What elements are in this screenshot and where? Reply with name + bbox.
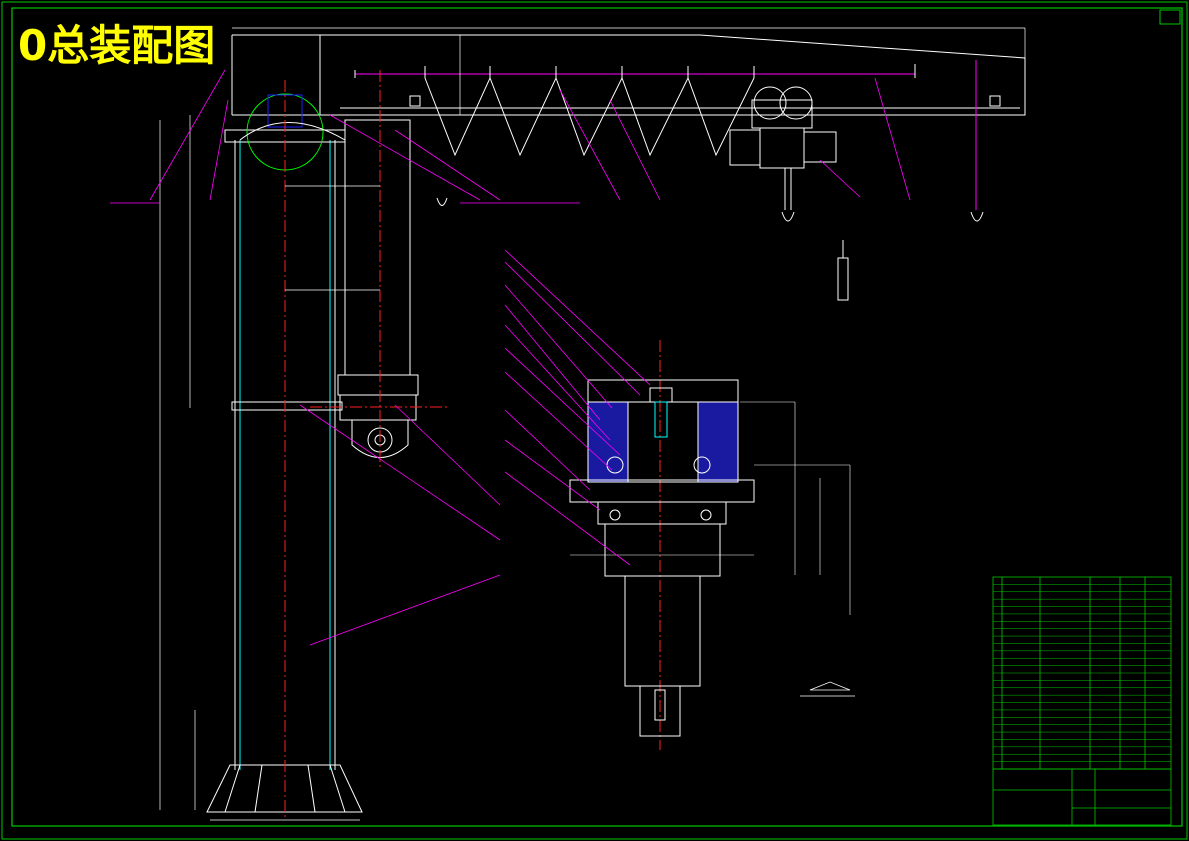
base-rib	[307, 764, 316, 813]
bearing-ball-right	[693, 456, 711, 474]
section-leaders	[504, 249, 651, 566]
end-stop-left	[409, 95, 421, 107]
inner-border	[11, 7, 1183, 827]
sec-leader	[504, 261, 641, 396]
section-housing-left	[587, 401, 629, 483]
section-gear	[604, 523, 721, 577]
hoist-motor-brake	[729, 129, 761, 166]
jib-arm-outline	[232, 34, 1026, 116]
section-top-cover	[587, 379, 739, 403]
section-bolt	[654, 401, 668, 438]
section-lower-flange	[597, 501, 727, 525]
section-nut	[649, 387, 673, 403]
section-flange	[569, 479, 755, 503]
hook-icon	[781, 211, 795, 222]
base-rib	[224, 764, 241, 813]
leader-8	[559, 89, 621, 201]
leader-lines	[110, 69, 911, 646]
sec-leader	[504, 439, 601, 511]
sec-leader	[504, 284, 613, 409]
slewing-section-detail	[569, 379, 851, 737]
sec-leader	[504, 304, 601, 421]
leader-4	[149, 69, 226, 201]
leader-3	[394, 404, 501, 506]
bearing-lower-right	[700, 509, 712, 521]
title-block	[992, 576, 1172, 826]
near-hook-icon	[436, 197, 448, 206]
section-keyway	[654, 689, 666, 721]
weld-symbol	[800, 681, 855, 697]
leader-1	[309, 574, 501, 646]
section-spindle	[624, 575, 701, 687]
leader-11	[874, 77, 911, 201]
sec-leader	[504, 249, 651, 386]
sec-leader	[504, 347, 621, 456]
leader-9	[609, 99, 661, 201]
bearing-lower-left	[609, 509, 621, 521]
drive-housing	[344, 119, 411, 376]
section-shaft	[627, 401, 699, 483]
pendant-control	[837, 257, 849, 301]
leader-5	[209, 99, 229, 201]
trolley-wheel-left	[753, 86, 787, 120]
dimension-lines	[159, 27, 1026, 821]
sec-leader	[504, 324, 611, 441]
sec-leader	[504, 371, 613, 471]
far-hook-icon	[970, 211, 984, 222]
section-housing-right	[697, 401, 739, 483]
festoon-cable	[424, 76, 755, 157]
weld-mark	[809, 681, 851, 691]
sec-leader	[504, 471, 631, 566]
base-rib	[254, 764, 263, 813]
centerlines	[284, 70, 661, 820]
title-block-frame	[992, 768, 1172, 826]
sec-leader	[504, 409, 591, 491]
drawing-title: 0总装配图	[18, 21, 215, 70]
base-rib	[329, 764, 346, 813]
leader-7	[394, 129, 501, 201]
hoist-drum	[759, 127, 805, 169]
leader-6	[329, 114, 481, 201]
column-band	[231, 401, 343, 411]
trolley-wheel-right	[779, 86, 813, 120]
hoist-motor	[803, 131, 837, 163]
parts-list-rows	[993, 584, 1171, 762]
end-stop-right	[989, 95, 1001, 107]
section-shaft-end	[639, 685, 681, 737]
top-cover	[239, 122, 346, 141]
corner-box	[1159, 9, 1181, 25]
leader-10	[819, 159, 861, 198]
drive-flange	[337, 374, 419, 396]
leader-2	[299, 404, 501, 541]
